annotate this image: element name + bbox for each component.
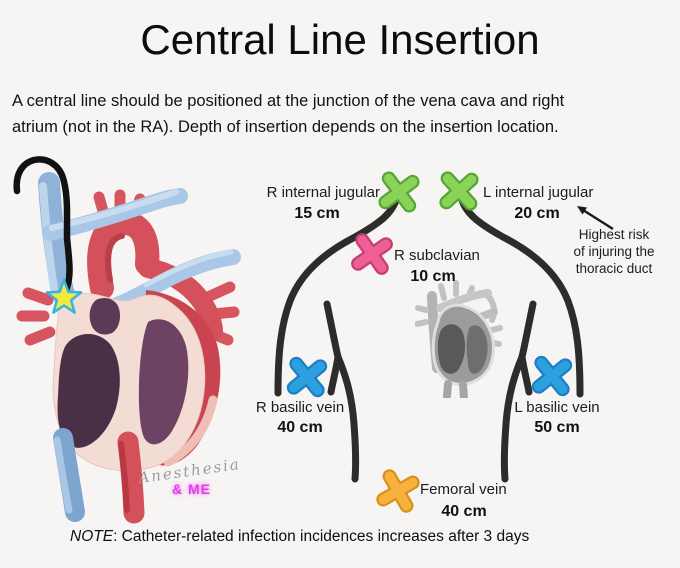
descending-aorta: [117, 431, 145, 524]
aortic-arch: [87, 210, 160, 300]
r-basilic-vein-label: R basilic vein: [255, 399, 345, 416]
right-atrium-chamber: [57, 333, 120, 448]
target-star-icon: [45, 278, 83, 314]
l-basilic-vein-x-marker: [531, 355, 573, 397]
footer-note-prefix: NOTE: [70, 528, 114, 545]
l-basilic-vein-depth: 50 cm: [534, 419, 580, 436]
footer-note-text: : Catheter-related infection incidences …: [113, 528, 530, 545]
l-internal-jugular-x-marker: [439, 171, 479, 211]
risk-arrow: [577, 206, 614, 231]
l-basilic-vein-label: L basilic vein: [514, 399, 600, 416]
r-subclavian-x-marker: [351, 233, 393, 275]
inferior-vena-cava: [53, 428, 85, 522]
page-title: Central Line Insertion: [140, 16, 540, 63]
heart-anatomy-illustration: [13, 156, 241, 524]
thoracic-duct-warning: Highest risk of injuring the thoracic du…: [573, 227, 655, 276]
r-basilic-vein-depth: 40 cm: [277, 419, 323, 436]
footer-note: NOTE: Catheter-related infection inciden…: [70, 528, 529, 546]
femoral-vein-depth: 40 cm: [441, 503, 487, 520]
outflow-chamber: [89, 298, 120, 335]
gray-heart-illustration: [415, 280, 503, 398]
r-subclavian-depth: 10 cm: [410, 268, 456, 285]
intro-line-1: A central line should be positioned at t…: [12, 92, 565, 110]
intro-line-2: atrium (not in the RA). Depth of inserti…: [12, 118, 559, 136]
l-internal-jugular-label: L internal jugular: [483, 184, 594, 201]
watermark-accent: & ME: [172, 481, 211, 497]
left-ventricle-chamber: [138, 319, 189, 445]
femoral-vein-x-marker: [376, 469, 420, 513]
torso-left-side-line: [500, 353, 526, 483]
catheter-icon: [13, 156, 73, 303]
r-subclavian-label: R subclavian: [394, 247, 480, 264]
l-internal-jugular-depth: 20 cm: [514, 205, 560, 222]
torso-right-side-line: [334, 353, 360, 483]
r-basilic-vein-x-marker: [286, 356, 328, 398]
r-internal-jugular-x-marker: [378, 171, 420, 213]
r-internal-jugular-depth: 15 cm: [294, 205, 340, 222]
r-internal-jugular-label: R internal jugular: [266, 184, 380, 201]
intro-text: A central line should be positioned at t…: [12, 88, 564, 140]
femoral-vein-label: Femoral vein: [420, 481, 507, 498]
torso-right-shoulder-arm-line: [274, 193, 401, 397]
torso-left-shoulder-arm-line: [457, 193, 584, 398]
